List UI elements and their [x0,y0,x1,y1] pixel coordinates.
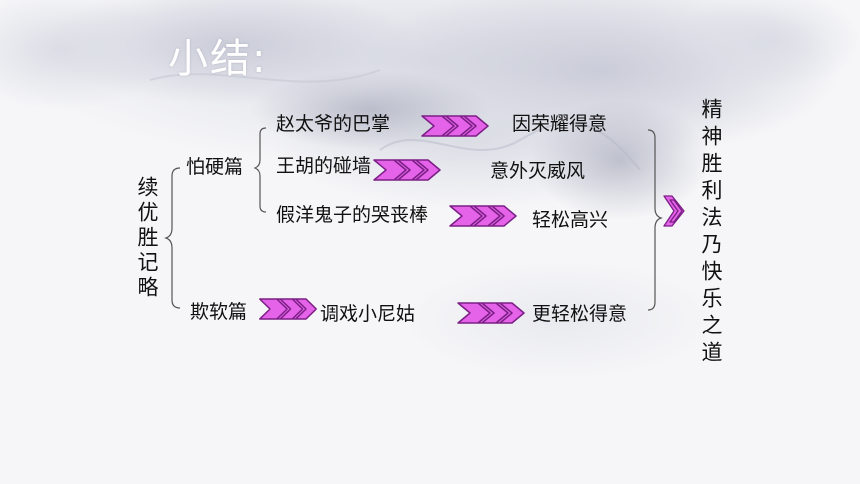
branch-hard-label: 怕硬篇 [186,156,244,178]
result-label-2: 意外灭威风 [490,160,586,182]
arrow-icon-1 [421,115,489,137]
conclusion-bracket [647,129,663,311]
hard-bracket [253,127,267,213]
result-label-4: 更轻松得意 [532,303,628,325]
result-label-3: 轻松高兴 [532,209,609,231]
cause-label-3: 假洋鬼子的哭丧棒 [276,204,429,226]
conclusion-label: 精神胜利法乃快乐之道 [699,98,723,368]
branch-soft-label: 欺软篇 [190,301,248,323]
arrow-icon-2 [373,159,441,181]
arrow-icon-3 [449,205,517,227]
root-label: 续优胜记略 [135,176,159,301]
arrow-icon-conclusion [663,195,685,227]
root-bracket [164,167,181,309]
result-label-1: 因荣耀得意 [512,113,608,135]
cause-label-2: 王胡的碰墙 [276,155,372,177]
cause-label-1: 赵太爷的巴掌 [276,113,391,135]
arrow-icon-4 [259,298,317,320]
cause-label-4: 调戏小尼姑 [320,303,416,325]
slide-title: 小结: [168,36,268,82]
arrow-icon-5 [457,302,525,324]
